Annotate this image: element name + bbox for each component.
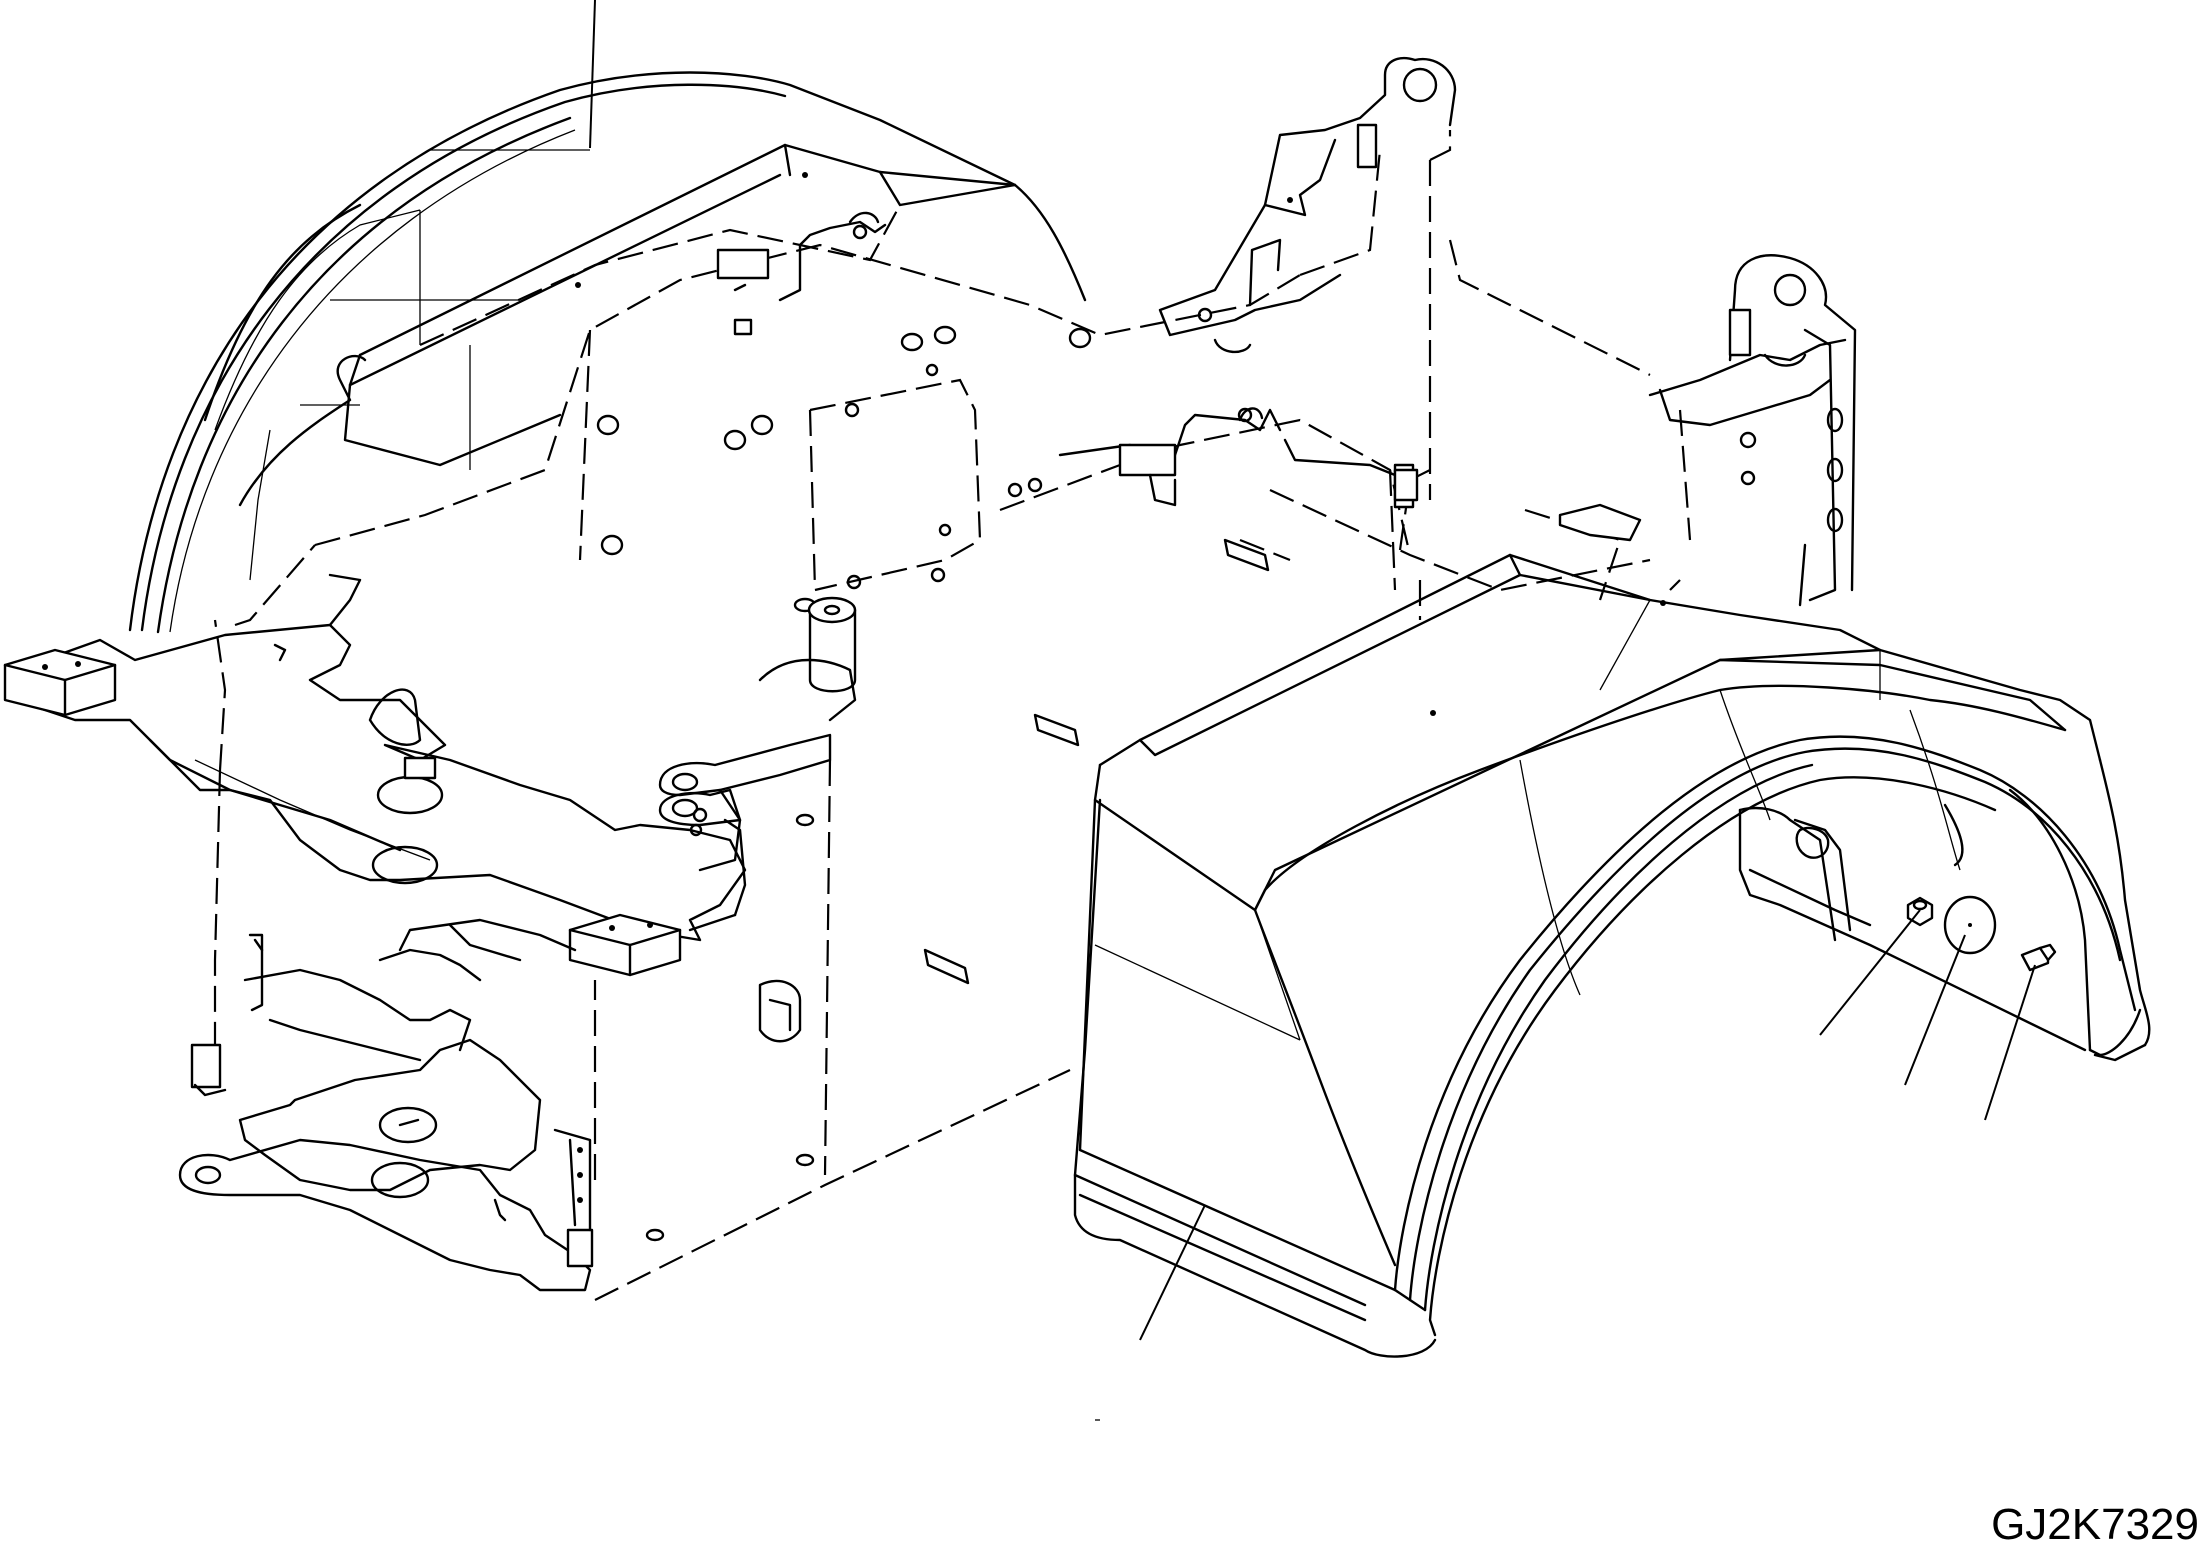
- center-hinge-brackets: [658, 658, 857, 932]
- studs: [596, 318, 1270, 1242]
- far-right-bracket: [1648, 254, 1857, 607]
- bolt: [2020, 943, 2057, 972]
- lower-left-assembly: [178, 918, 802, 1292]
- center-post: [807, 596, 857, 693]
- center-bracket: [852, 224, 1419, 509]
- left-fender: [128, 71, 1087, 634]
- left-fender-top-plate: [343, 143, 1017, 470]
- fasteners: [1906, 895, 2057, 972]
- upper-right-bracket: [1158, 56, 1457, 354]
- leader-lines: [589, 0, 2036, 1341]
- left-crossmember: [3, 573, 747, 977]
- washer: [1943, 895, 1997, 955]
- drawing-code: GJ2K7329: [1991, 1500, 2199, 1549]
- top-center-bracket: [716, 211, 887, 302]
- small-floor-block: [1558, 503, 1642, 542]
- right-fender: [1073, 553, 2151, 1358]
